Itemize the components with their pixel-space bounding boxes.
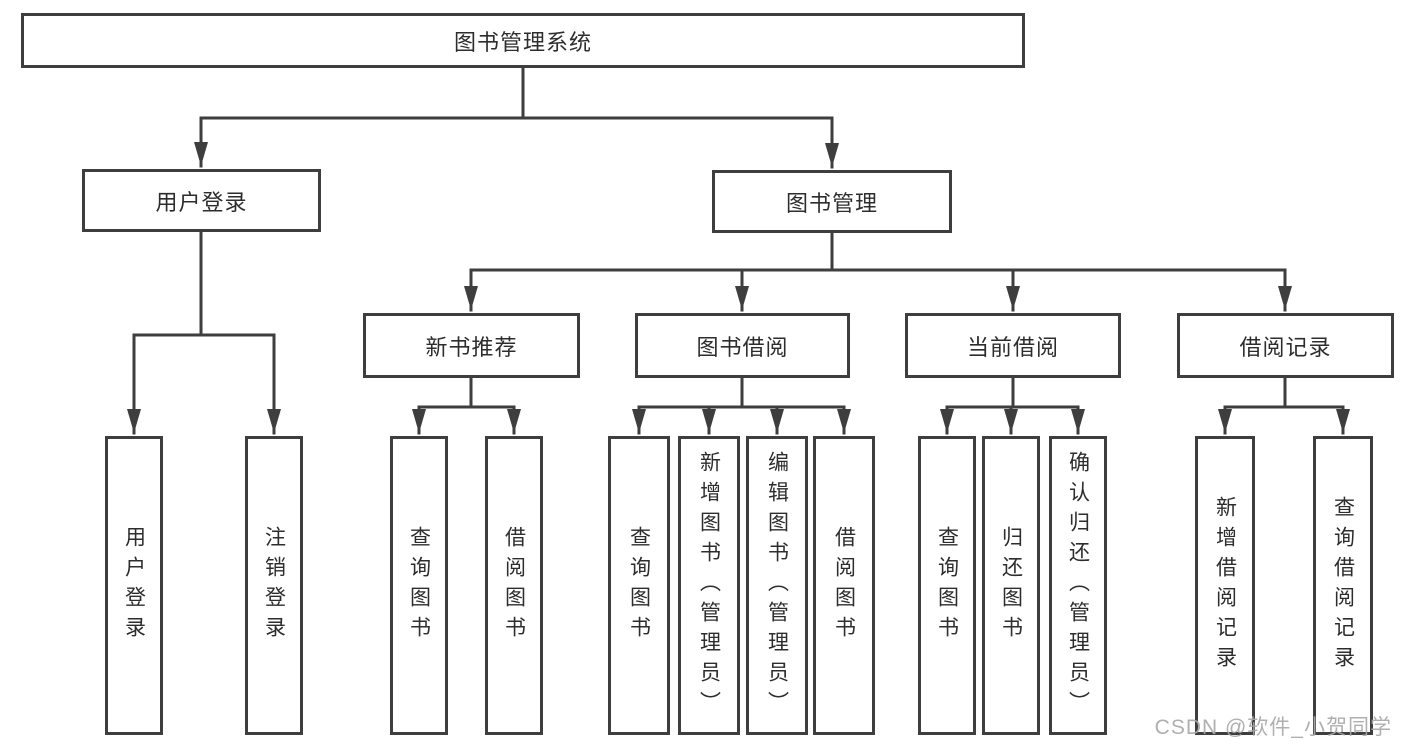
node-confirm-return-admin: 确认归还（管理员）: [1049, 436, 1107, 735]
node-query-book-recommend: 查询图书: [390, 436, 448, 735]
node-logout-leaf: 注销登录: [245, 436, 303, 735]
node-query-book-current: 查询图书: [918, 436, 976, 735]
edge-borrow-record-split: [1218, 376, 1350, 435]
edge-current-borrow-split: [940, 376, 1085, 435]
node-borrow-records: 借阅记录: [1177, 313, 1394, 378]
node-query-book-borrow: 查询图书: [608, 436, 670, 735]
node-borrow-book-leaf: 借阅图书: [813, 436, 875, 735]
node-library-system: 图书管理系统: [21, 13, 1025, 68]
edge-new-book-rec-split: [412, 376, 521, 435]
node-return-book: 归还图书: [982, 436, 1040, 735]
node-current-borrowing: 当前借阅: [905, 313, 1121, 378]
node-book-borrowing: 图书借阅: [635, 313, 850, 378]
edge-user-login-split: [127, 230, 281, 435]
edge-book-borrow-split: [632, 376, 851, 435]
node-add-borrow-record: 新增借阅记录: [1195, 436, 1255, 735]
csdn-watermark: CSDN @软件_小贺同学: [1154, 716, 1392, 739]
edge-system-split: [194, 66, 839, 169]
node-borrow-book-recommend: 借阅图书: [485, 436, 543, 735]
node-user-login: 用户登录: [82, 169, 321, 232]
node-new-book-recommend: 新书推荐: [363, 313, 580, 378]
node-edit-book-admin: 编辑图书（管理员）: [746, 436, 808, 735]
node-add-book-admin: 新增图书（管理员）: [678, 436, 740, 735]
node-query-borrow-record: 查询借阅记录: [1313, 436, 1373, 735]
node-book-management: 图书管理: [712, 170, 952, 233]
node-user-login-leaf: 用户登录: [105, 436, 163, 735]
edge-book-mgmt-split: [464, 231, 1292, 312]
